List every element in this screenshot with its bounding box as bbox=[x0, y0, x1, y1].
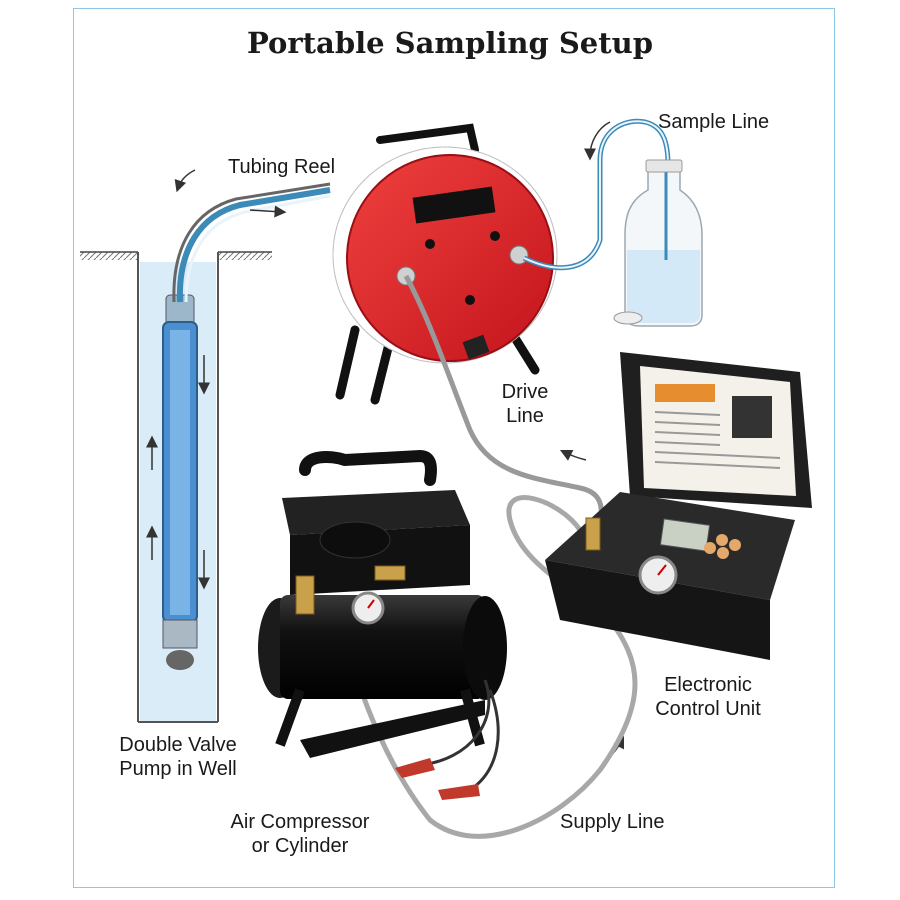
compressor-icon bbox=[258, 449, 507, 758]
reel-icon bbox=[332, 123, 558, 405]
label-drive-line-2: Line bbox=[506, 405, 544, 427]
label-pump: Double Valve Pump in Well bbox=[98, 733, 258, 781]
label-drive-line-1: Drive bbox=[501, 381, 549, 403]
label-control-unit-1: Electronic bbox=[664, 674, 752, 696]
label-compressor: Air Compressor or Cylinder bbox=[210, 810, 390, 858]
label-sample-line: Sample Line bbox=[658, 111, 770, 133]
drive-line bbox=[403, 274, 604, 526]
label-tubing-reel: Tubing Reel bbox=[228, 156, 336, 178]
label-control-unit: Electronic Control Unit bbox=[628, 673, 788, 721]
supply-line bbox=[337, 495, 638, 839]
battery-clamps bbox=[395, 679, 500, 800]
label-pump-2: Pump in Well bbox=[119, 758, 237, 780]
label-supply-line: Supply Line bbox=[560, 811, 665, 833]
label-pump-1: Double Valve bbox=[119, 734, 237, 756]
ground-surface bbox=[80, 251, 272, 260]
control-unit-icon bbox=[545, 352, 812, 660]
pump-icon bbox=[162, 182, 331, 670]
page-title: Portable Sampling Setup bbox=[246, 26, 653, 60]
gauge-icon bbox=[638, 555, 678, 595]
label-drive-line: Drive Line bbox=[485, 380, 565, 428]
bottle-icon bbox=[522, 118, 703, 327]
label-control-unit-2: Control Unit bbox=[655, 698, 761, 720]
label-compressor-2: or Cylinder bbox=[251, 835, 349, 857]
label-compressor-1: Air Compressor bbox=[230, 811, 370, 833]
